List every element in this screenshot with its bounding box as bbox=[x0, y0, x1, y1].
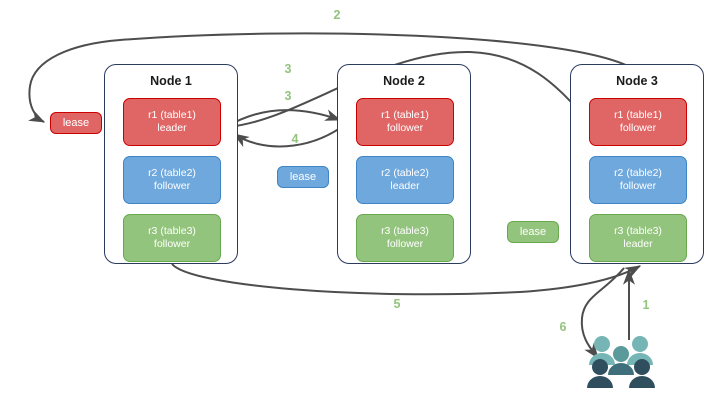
step-label-6: 6 bbox=[559, 320, 567, 334]
replica-r1[interactable]: r1 (table1) follower bbox=[356, 98, 454, 146]
replica-role: follower bbox=[153, 180, 191, 192]
replica-role: leader bbox=[157, 122, 187, 134]
replica-r2[interactable]: r2 (table2) follower bbox=[123, 156, 221, 204]
step-label-1: 1 bbox=[642, 298, 650, 312]
users-icon bbox=[587, 336, 655, 388]
replica-role: leader bbox=[623, 238, 653, 250]
replica-name: r3 (table3) bbox=[614, 225, 662, 237]
replica-role: follower bbox=[386, 122, 424, 134]
replica-name: r2 (table2) bbox=[614, 167, 662, 179]
replica-name: r2 (table2) bbox=[148, 167, 196, 179]
replica-r3[interactable]: r3 (table3) follower bbox=[123, 214, 221, 262]
replica-name: r1 (table1) bbox=[381, 109, 429, 121]
replica-r3[interactable]: r3 (table3) leader bbox=[589, 214, 687, 262]
replica-r1[interactable]: r1 (table1) follower bbox=[589, 98, 687, 146]
replica-r2[interactable]: r2 (table2) follower bbox=[589, 156, 687, 204]
edge-step-3-short bbox=[227, 109, 342, 127]
replica-name: r1 (table1) bbox=[148, 109, 196, 121]
step-label-3a: 3 bbox=[284, 62, 292, 76]
lease-label: lease bbox=[289, 171, 317, 183]
replica-name: r3 (table3) bbox=[148, 225, 196, 237]
node-title: Node 2 bbox=[383, 74, 425, 88]
step-label-2: 2 bbox=[333, 8, 341, 22]
replica-r1[interactable]: r1 (table1) leader bbox=[123, 98, 221, 146]
replica-r2[interactable]: r2 (table2) leader bbox=[356, 156, 454, 204]
lease-badge-green[interactable]: lease bbox=[507, 221, 559, 243]
replica-name: r2 (table2) bbox=[381, 167, 429, 179]
node-title: Node 3 bbox=[616, 74, 658, 88]
node-box-1[interactable]: Node 1 r1 (table1) leader r2 (table2) fo… bbox=[104, 64, 238, 264]
lease-badge-blue[interactable]: lease bbox=[277, 166, 329, 188]
node-title: Node 1 bbox=[150, 74, 192, 88]
node-box-3[interactable]: Node 3 r1 (table1) follower r2 (table2) … bbox=[570, 64, 704, 264]
replica-name: r1 (table1) bbox=[614, 109, 662, 121]
lease-badge-red[interactable]: lease bbox=[50, 112, 102, 134]
replica-r3[interactable]: r3 (table3) follower bbox=[356, 214, 454, 262]
node-box-2[interactable]: Node 2 r1 (table1) follower r2 (table2) … bbox=[337, 64, 471, 264]
replica-role: leader bbox=[390, 180, 420, 192]
step-label-5: 5 bbox=[393, 297, 401, 311]
edge-step-5 bbox=[171, 263, 642, 296]
lease-label: lease bbox=[62, 117, 90, 129]
replica-name: r3 (table3) bbox=[381, 225, 429, 237]
replica-role: follower bbox=[619, 180, 657, 192]
replica-role: follower bbox=[153, 238, 191, 250]
step-label-4: 4 bbox=[291, 132, 299, 146]
replica-role: follower bbox=[619, 122, 657, 134]
replica-role: follower bbox=[386, 238, 424, 250]
step-label-3b: 3 bbox=[284, 89, 292, 103]
lease-label: lease bbox=[519, 226, 547, 238]
